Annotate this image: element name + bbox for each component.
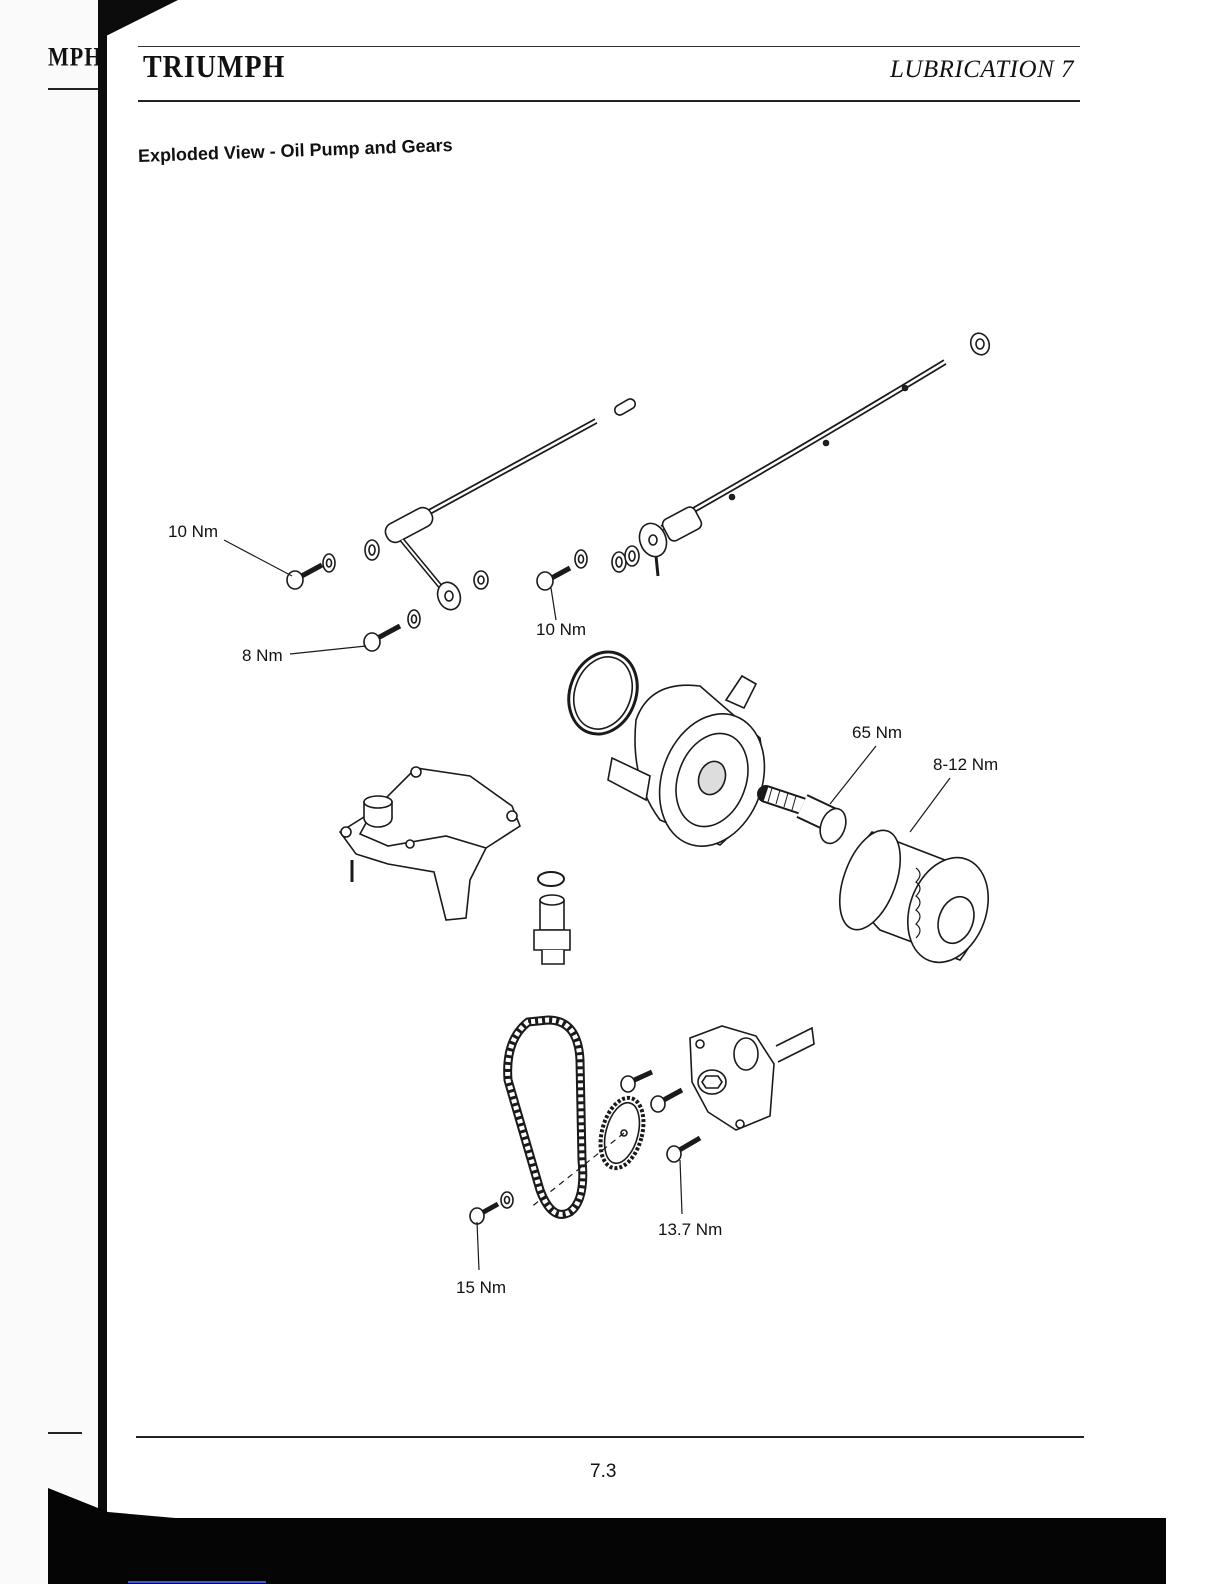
- oil-filter: [828, 822, 1002, 973]
- banjo-bolt-left: [287, 540, 379, 589]
- pump-sprocket: [530, 1093, 651, 1208]
- scan-artifact-line: [128, 1581, 266, 1583]
- scan-shadow-band: [48, 1518, 1166, 1584]
- oil-pipe-long-right: [635, 331, 992, 576]
- banjo-bolt-lower: [364, 571, 488, 651]
- oil-pump-housing-cover: [340, 767, 520, 920]
- cooler-union-bolt: [766, 788, 850, 847]
- dowel-pin: [613, 397, 637, 417]
- torque-label-union-bolt: 65 Nm: [852, 723, 902, 742]
- page-number: 7.3: [590, 1461, 616, 1483]
- oil-cooler: [558, 642, 783, 861]
- drive-chain: [508, 1020, 583, 1214]
- pipe-end-plug: [968, 331, 992, 358]
- torque-label-lower-banjo: 8 Nm: [242, 646, 283, 665]
- torque-label-pump-bolts: 13.7 Nm: [658, 1220, 722, 1239]
- torque-label-sprocket-bolt: 15 Nm: [456, 1278, 506, 1297]
- torque-label-oil-filter: 8-12 Nm: [933, 755, 998, 774]
- oil-pump: [690, 1026, 814, 1130]
- footer-rule: [136, 1436, 1084, 1438]
- banjo-bolt-center: [537, 546, 639, 590]
- oil-pipe-upper-left: [382, 397, 637, 613]
- torque-label-left-banjo: 10 Nm: [168, 522, 218, 541]
- oil-pressure-switch: [534, 872, 570, 964]
- torque-label-center-banjo: 10 Nm: [536, 620, 586, 639]
- sprocket-bolt: [470, 1192, 513, 1224]
